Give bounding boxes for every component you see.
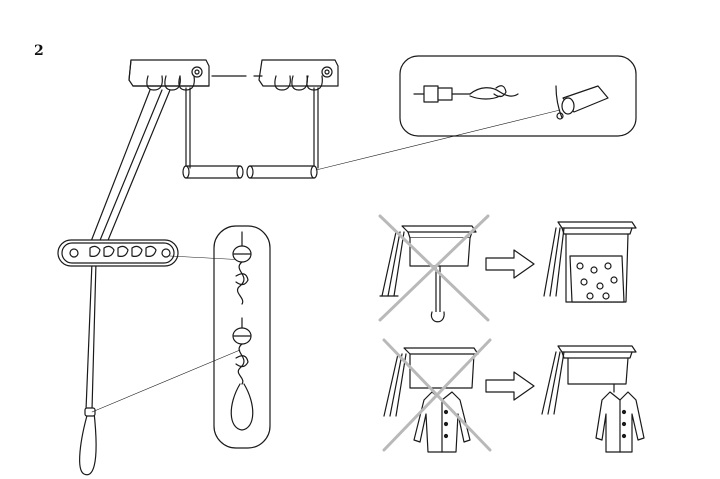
callout-line-knot-upper — [169, 255, 247, 261]
ceiling-bracket-left-icon — [128, 59, 210, 91]
step-number: 2 — [34, 43, 44, 59]
x-mark-icon — [382, 338, 492, 452]
rail-cord-left — [185, 87, 191, 169]
usage-incorrect-bottom — [383, 347, 479, 453]
rope-knot-icon — [213, 225, 271, 449]
rail-cord-right — [313, 87, 319, 169]
right-arrow-icon — [485, 249, 535, 279]
rope-end-detail-callout — [399, 55, 637, 137]
cord-stopper — [84, 407, 96, 417]
usage-correct-top — [543, 221, 637, 303]
pull-cord-a — [95, 89, 163, 251]
pull-cord-lower — [85, 261, 97, 411]
callout-line-knot-lower — [91, 349, 241, 413]
drying-rail — [182, 165, 318, 179]
callout-line-top — [315, 109, 561, 171]
pull-cord-c — [89, 89, 151, 245]
ceiling-bracket-right-icon — [258, 59, 339, 91]
right-arrow-icon — [485, 371, 535, 401]
x-mark-icon — [378, 214, 490, 322]
pull-cord-b — [103, 89, 171, 251]
wall-cleat-icon — [57, 239, 179, 267]
pull-loop — [79, 411, 97, 476]
usage-correct-bottom — [541, 345, 645, 453]
